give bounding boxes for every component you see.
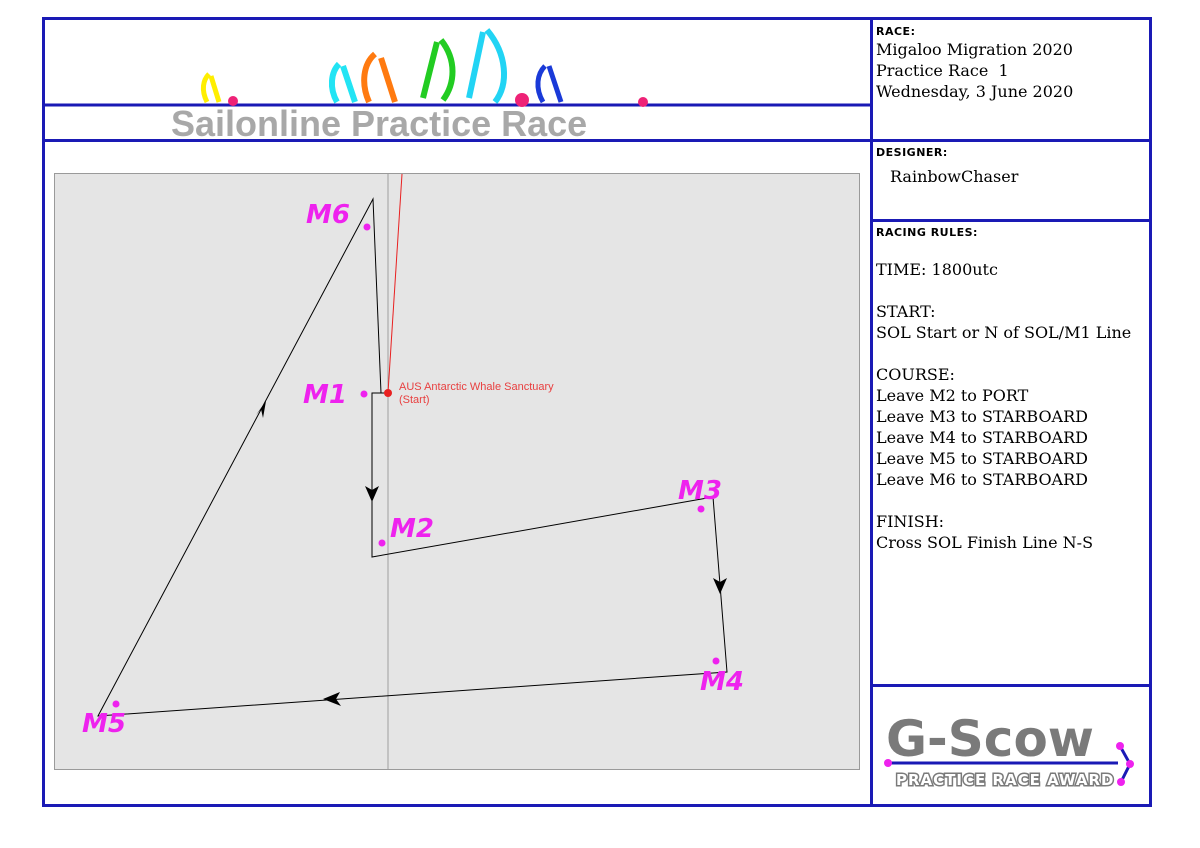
banner-divider bbox=[42, 139, 873, 142]
award-dot bbox=[1117, 778, 1125, 786]
course-arrow bbox=[365, 486, 379, 502]
mark-m6-dot bbox=[363, 223, 371, 231]
mark-m4-dot bbox=[712, 657, 720, 665]
mark-m3-label: M3 bbox=[678, 476, 722, 506]
mark-m6-label: M6 bbox=[306, 200, 350, 230]
start-bearing-line bbox=[387, 174, 403, 394]
banner-dot-2 bbox=[515, 93, 529, 107]
mark-m2-label: M2 bbox=[390, 514, 434, 544]
start-label: AUS Antarctic Whale Sanctuary bbox=[399, 381, 554, 393]
column-divider bbox=[870, 17, 873, 807]
start-label-sub: (Start) bbox=[399, 394, 430, 406]
designer-name: RainbowChaser bbox=[890, 167, 1019, 186]
course-path bbox=[97, 197, 728, 717]
mark-m5-label: M5 bbox=[82, 709, 126, 739]
banner-logo: Sailonline Practice Race bbox=[45, 28, 870, 139]
course-arrow bbox=[713, 578, 727, 594]
rules-course-item: Leave M4 to STARBOARD bbox=[876, 428, 1088, 447]
award-subtitle: PRACTICE RACE AWARD bbox=[896, 771, 1115, 789]
race-date: Wednesday, 3 June 2020 bbox=[876, 82, 1074, 101]
designer-rules-divider bbox=[870, 219, 1152, 222]
gscow-award-logo: G-Scow PRACTICE RACE AWARD bbox=[884, 710, 1134, 791]
rules-time: TIME: 1800utc bbox=[876, 260, 998, 279]
sail-green bbox=[420, 38, 456, 102]
rules-course-item: Leave M5 to STARBOARD bbox=[876, 449, 1088, 468]
mark-m1-dot bbox=[360, 390, 368, 398]
award-title: G-Scow bbox=[886, 710, 1094, 768]
rules-start-text: SOL Start or N of SOL/M1 Line bbox=[876, 323, 1132, 342]
sail-yellow bbox=[200, 72, 222, 104]
course-arrow bbox=[323, 692, 341, 706]
rules-course-item: Leave M6 to STARBOARD bbox=[876, 470, 1088, 489]
banner-dot-3 bbox=[638, 97, 648, 107]
award-dot bbox=[1116, 742, 1124, 750]
sail-aqua bbox=[466, 28, 507, 104]
banner-dot-1 bbox=[228, 96, 238, 106]
race-number: Practice Race 1 bbox=[876, 61, 1009, 80]
race-label: RACE: bbox=[876, 25, 916, 38]
race-name: Migaloo Migration 2020 bbox=[876, 40, 1073, 59]
course-arrow bbox=[256, 401, 266, 418]
rules-label: RACING RULES: bbox=[876, 226, 978, 239]
mark-m5-dot bbox=[112, 700, 120, 708]
rules-award-divider bbox=[870, 684, 1152, 687]
sail-cyan bbox=[329, 61, 358, 104]
banner-title: Sailonline Practice Race bbox=[171, 103, 587, 139]
rules-finish-text: Cross SOL Finish Line N-S bbox=[876, 533, 1094, 552]
start-point bbox=[384, 389, 392, 397]
mark-m4-label: M4 bbox=[700, 667, 744, 697]
award-dot bbox=[1126, 760, 1134, 768]
mark-m1-label: M1 bbox=[303, 380, 347, 410]
rules-course-item: Leave M2 to PORT bbox=[876, 386, 1029, 405]
mark-m2-dot bbox=[378, 539, 386, 547]
rules-course-item: Leave M3 to STARBOARD bbox=[876, 407, 1088, 426]
sail-blue bbox=[535, 64, 564, 104]
race-designer-divider bbox=[870, 139, 1152, 142]
designer-label: DESIGNER: bbox=[876, 146, 948, 159]
mark-m3-dot bbox=[697, 505, 705, 513]
rules-course-heading: COURSE: bbox=[876, 365, 955, 384]
course-map bbox=[54, 173, 860, 770]
award-dot-start bbox=[884, 759, 892, 767]
page-frame bbox=[42, 17, 1152, 807]
sail-orange bbox=[361, 51, 398, 104]
rules-finish-heading: FINISH: bbox=[876, 512, 945, 531]
rules-start-heading: START: bbox=[876, 302, 936, 321]
